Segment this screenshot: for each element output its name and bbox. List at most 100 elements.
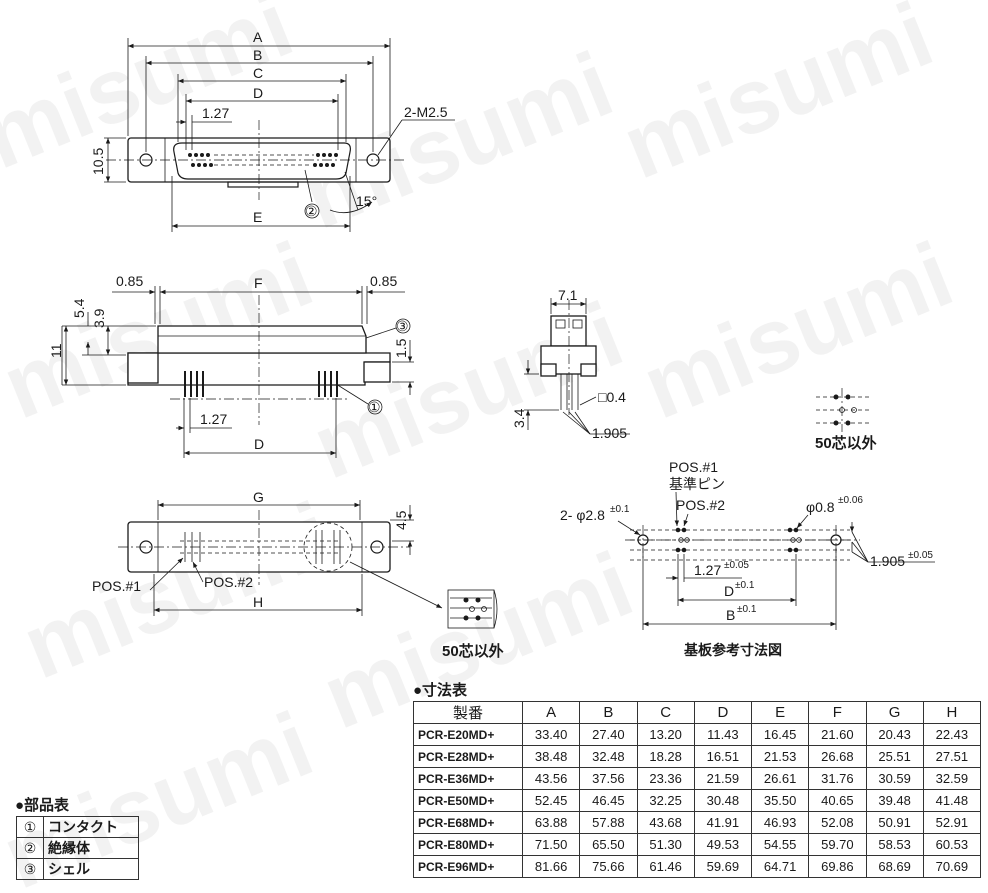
- value-cell: 33.40: [521, 723, 581, 746]
- pin-size-label: □0.4: [598, 389, 626, 405]
- part-name: シェル: [43, 858, 139, 880]
- pos2-label: POS.#2: [204, 574, 253, 590]
- value-cell: 32.25: [636, 789, 695, 812]
- dim-h-label: H: [253, 594, 263, 610]
- bottom-view: G 4.5 POS.#1 POS.#2 H 50芯以外: [92, 489, 504, 660]
- value-cell: 21.53: [750, 745, 810, 768]
- value-cell: 75.66: [579, 855, 638, 878]
- header-e: E: [750, 701, 810, 724]
- detail-inset-right: [816, 388, 872, 432]
- value-cell: 43.56: [521, 767, 581, 790]
- value-cell: 60.53: [922, 833, 982, 856]
- header-f: F: [808, 701, 867, 724]
- height-34-label: 3.4: [511, 408, 527, 428]
- dim-45-label: 4.5: [393, 510, 409, 530]
- dim-g-label: G: [253, 489, 264, 505]
- value-cell: 81.66: [521, 855, 581, 878]
- value-cell: 51.30: [636, 833, 695, 856]
- value-cell: 61.46: [636, 855, 695, 878]
- model-cell: PCR-E80MD+: [413, 833, 523, 856]
- pcb-pitch-127-tolerance: ±0.05: [724, 560, 749, 571]
- value-cell: 57.88: [579, 811, 638, 834]
- dim-table-header-row: 製番 A B C D E F G H: [413, 701, 982, 724]
- value-cell: 63.88: [521, 811, 581, 834]
- header-c: C: [636, 701, 695, 724]
- header-g: G: [865, 701, 924, 724]
- pitch-label: 1.27: [202, 105, 229, 121]
- pcb-dim-d-tolerance: ±0.1: [735, 580, 755, 591]
- mounting-hole-tolerance: ±0.1: [610, 504, 630, 515]
- value-cell: 52.91: [922, 811, 982, 834]
- pcb-title: 基板参考寸法図: [684, 642, 782, 658]
- pcb-pitch-1905-label: 1.905: [870, 553, 905, 569]
- part-name: コンタクト: [43, 816, 139, 838]
- value-cell: 31.76: [808, 767, 867, 790]
- height-11-label: 11: [48, 343, 64, 358]
- part-name: 絶縁体: [43, 837, 139, 859]
- model-cell: PCR-E36MD+: [413, 767, 523, 790]
- value-cell: 39.48: [865, 789, 924, 812]
- front-view: A B C D 1.27 2-M2.5 10.5 E ② 15°: [90, 29, 455, 232]
- small-side-view: 7.1 3.4 □0.4 1.905: [511, 287, 630, 441]
- mounting-hole-label: 2- φ2.8: [560, 507, 605, 523]
- offset-right-label: 0.85: [370, 273, 397, 289]
- watermark-text: misumi: [629, 223, 966, 438]
- header-a: A: [521, 701, 581, 724]
- value-cell: 26.68: [808, 745, 867, 768]
- value-cell: 35.50: [750, 789, 810, 812]
- value-cell: 52.08: [808, 811, 867, 834]
- model-cell: PCR-E68MD+: [413, 811, 523, 834]
- value-cell: 43.68: [636, 811, 695, 834]
- value-cell: 21.60: [808, 723, 867, 746]
- value-cell: 38.48: [521, 745, 581, 768]
- header-h: H: [922, 701, 982, 724]
- dim-e-label: E: [253, 209, 262, 225]
- callout-1: ①: [368, 399, 381, 415]
- header-d: D: [693, 701, 753, 724]
- watermark-text: misumi: [609, 0, 946, 199]
- part-number: ③: [16, 858, 44, 880]
- pin-hole-label: φ0.8: [806, 499, 835, 515]
- pcb-pos2-label: POS.#2: [676, 497, 725, 513]
- value-cell: 59.70: [808, 833, 867, 856]
- value-cell: 41.91: [693, 811, 753, 834]
- model-cell: PCR-E96MD+: [413, 855, 523, 878]
- width-71-label: 7.1: [558, 287, 578, 303]
- pcb-dim-b-tolerance: ±0.1: [737, 604, 757, 615]
- pitch-1905-label: 1.905: [592, 425, 627, 441]
- value-cell: 25.51: [865, 745, 924, 768]
- value-cell: 52.45: [521, 789, 581, 812]
- pcb-dim-d-label: D: [724, 583, 734, 599]
- dim-c-label: C: [253, 65, 263, 81]
- header-model: 製番: [413, 701, 523, 724]
- value-cell: 27.40: [579, 723, 638, 746]
- value-cell: 16.45: [750, 723, 810, 746]
- value-cell: 49.53: [693, 833, 753, 856]
- value-cell: 69.86: [808, 855, 867, 878]
- height-39-label: 3.9: [91, 308, 107, 328]
- value-cell: 50.91: [865, 811, 924, 834]
- height-label: 10.5: [90, 148, 106, 175]
- callout-2: ②: [305, 203, 318, 219]
- value-cell: 65.50: [579, 833, 638, 856]
- value-cell: 64.71: [750, 855, 810, 878]
- pcb-pitch-1905-tolerance: ±0.05: [908, 550, 933, 561]
- value-cell: 68.69: [865, 855, 924, 878]
- value-cell: 21.59: [693, 767, 753, 790]
- side-pitch-label: 1.27: [200, 411, 227, 427]
- pcb-reference-drawing: POS.#1 基準ピン POS.#2 2- φ2.8 ±0.1 φ0.8 ±0.…: [560, 459, 935, 658]
- side-dim-d-label: D: [254, 436, 264, 452]
- pos1-label: POS.#1: [92, 578, 141, 594]
- dim-a-label: A: [253, 29, 263, 45]
